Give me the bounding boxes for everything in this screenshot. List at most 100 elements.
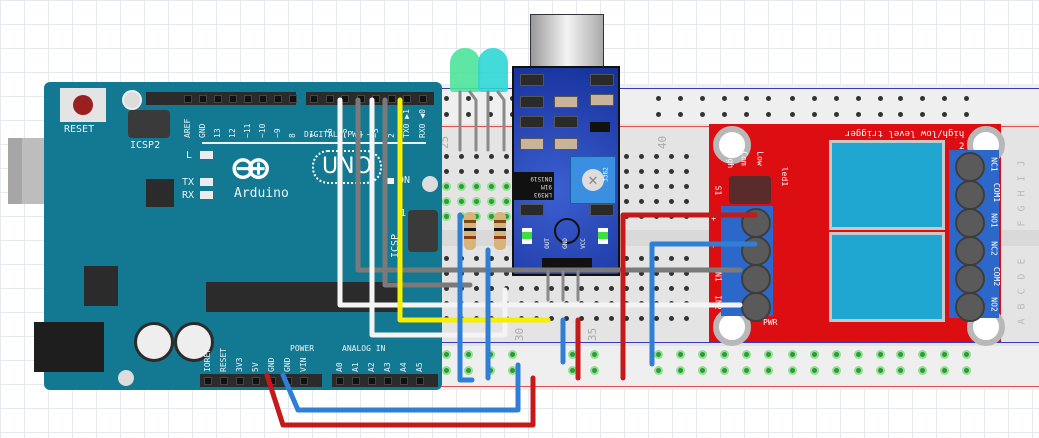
breadboard-hole[interactable] [474, 184, 479, 189]
breadboard-hole[interactable] [639, 169, 644, 174]
breadboard-hole[interactable] [444, 352, 449, 357]
breadboard-hole[interactable] [722, 112, 727, 117]
breadboard-hole[interactable] [920, 112, 925, 117]
breadboard-hole[interactable] [812, 96, 817, 101]
digital-pin[interactable] [325, 95, 334, 103]
breadboard-hole[interactable] [504, 169, 509, 174]
breadboard-hole[interactable] [669, 316, 674, 321]
breadboard-hole[interactable] [489, 286, 494, 291]
breadboard-hole[interactable] [474, 199, 479, 204]
reset-button[interactable] [60, 88, 106, 122]
breadboard-hole[interactable] [654, 256, 659, 261]
breadboard-hole[interactable] [510, 368, 515, 373]
breadboard-hole[interactable] [639, 154, 644, 159]
breadboard-hole[interactable] [878, 352, 883, 357]
breadboard-hole[interactable] [444, 154, 449, 159]
breadboard-hole[interactable] [624, 199, 629, 204]
breadboard-hole[interactable] [964, 112, 969, 117]
breadboard-hole[interactable] [466, 112, 471, 117]
breadboard-hole[interactable] [898, 352, 903, 357]
breadboard-hole[interactable] [504, 271, 509, 276]
breadboard-hole[interactable] [856, 368, 861, 373]
breadboard-hole[interactable] [856, 352, 861, 357]
breadboard-hole[interactable] [766, 352, 771, 357]
trigger-jumper[interactable] [729, 176, 771, 204]
breadboard-hole[interactable] [466, 368, 471, 373]
breadboard-hole[interactable] [684, 316, 689, 321]
breadboard-hole[interactable] [654, 154, 659, 159]
top-header-pin[interactable] [199, 95, 207, 103]
breadboard-hole[interactable] [639, 256, 644, 261]
breadboard-hole[interactable] [570, 368, 575, 373]
breadboard-hole[interactable] [656, 112, 661, 117]
breadboard-hole[interactable] [700, 96, 705, 101]
breadboard-hole[interactable] [920, 352, 925, 357]
analog-pin[interactable] [384, 377, 392, 385]
breadboard-hole[interactable] [684, 256, 689, 261]
breadboard-hole[interactable] [444, 184, 449, 189]
breadboard-hole[interactable] [669, 286, 674, 291]
breadboard-hole[interactable] [834, 96, 839, 101]
breadboard-hole[interactable] [639, 199, 644, 204]
breadboard-hole[interactable] [474, 256, 479, 261]
output-terminal[interactable] [955, 152, 985, 182]
breadboard-hole[interactable] [444, 368, 449, 373]
wire-blue[interactable] [649, 241, 758, 367]
top-header-pin[interactable] [244, 95, 252, 103]
breadboard-hole[interactable] [510, 352, 515, 357]
breadboard-hole[interactable] [504, 184, 509, 189]
breadboard-hole[interactable] [489, 154, 494, 159]
breadboard-hole[interactable] [489, 271, 494, 276]
breadboard-hole[interactable] [678, 368, 683, 373]
breadboard-hole[interactable] [459, 169, 464, 174]
digital-pin[interactable] [387, 95, 396, 103]
breadboard-hole[interactable] [579, 316, 584, 321]
digital-pin[interactable] [310, 95, 318, 103]
breadboard-hole[interactable] [722, 96, 727, 101]
breadboard-hole[interactable] [964, 368, 969, 373]
breadboard-hole[interactable] [684, 154, 689, 159]
breadboard-hole[interactable] [474, 214, 479, 219]
analog-pin[interactable] [416, 377, 424, 385]
breadboard-hole[interactable] [656, 352, 661, 357]
input-terminal[interactable] [741, 264, 771, 294]
breadboard-hole[interactable] [790, 112, 795, 117]
wire-gray[interactable] [355, 97, 743, 273]
breadboard-hole[interactable] [656, 368, 661, 373]
breadboard-hole[interactable] [678, 352, 683, 357]
breadboard-hole[interactable] [444, 271, 449, 276]
output-terminal[interactable] [955, 292, 985, 322]
digital-pin[interactable] [403, 95, 411, 103]
breadboard-hole[interactable] [504, 154, 509, 159]
breadboard-hole[interactable] [790, 96, 795, 101]
breadboard-hole[interactable] [744, 352, 749, 357]
breadboard-hole[interactable] [504, 199, 509, 204]
breadboard-hole[interactable] [549, 286, 554, 291]
breadboard-hole[interactable] [812, 352, 817, 357]
breadboard-hole[interactable] [488, 96, 493, 101]
breadboard-hole[interactable] [678, 112, 683, 117]
input-terminal[interactable] [741, 292, 771, 322]
breadboard-hole[interactable] [684, 286, 689, 291]
wire-blue[interactable] [280, 362, 521, 413]
breadboard-hole[interactable] [654, 271, 659, 276]
breadboard-hole[interactable] [942, 368, 947, 373]
breadboard-hole[interactable] [669, 169, 674, 174]
breadboard-hole[interactable] [766, 96, 771, 101]
breadboard-hole[interactable] [700, 368, 705, 373]
breadboard-hole[interactable] [564, 286, 569, 291]
breadboard-hole[interactable] [942, 112, 947, 117]
breadboard-hole[interactable] [878, 112, 883, 117]
breadboard-hole[interactable] [654, 184, 659, 189]
breadboard-hole[interactable] [474, 154, 479, 159]
breadboard-hole[interactable] [834, 368, 839, 373]
breadboard-hole[interactable] [684, 169, 689, 174]
top-header-pin[interactable] [214, 95, 222, 103]
breadboard-hole[interactable] [669, 184, 674, 189]
analog-pin[interactable] [368, 377, 376, 385]
breadboard-hole[interactable] [654, 169, 659, 174]
breadboard-hole[interactable] [639, 286, 644, 291]
breadboard-hole[interactable] [744, 112, 749, 117]
breadboard-hole[interactable] [624, 271, 629, 276]
breadboard-hole[interactable] [639, 316, 644, 321]
